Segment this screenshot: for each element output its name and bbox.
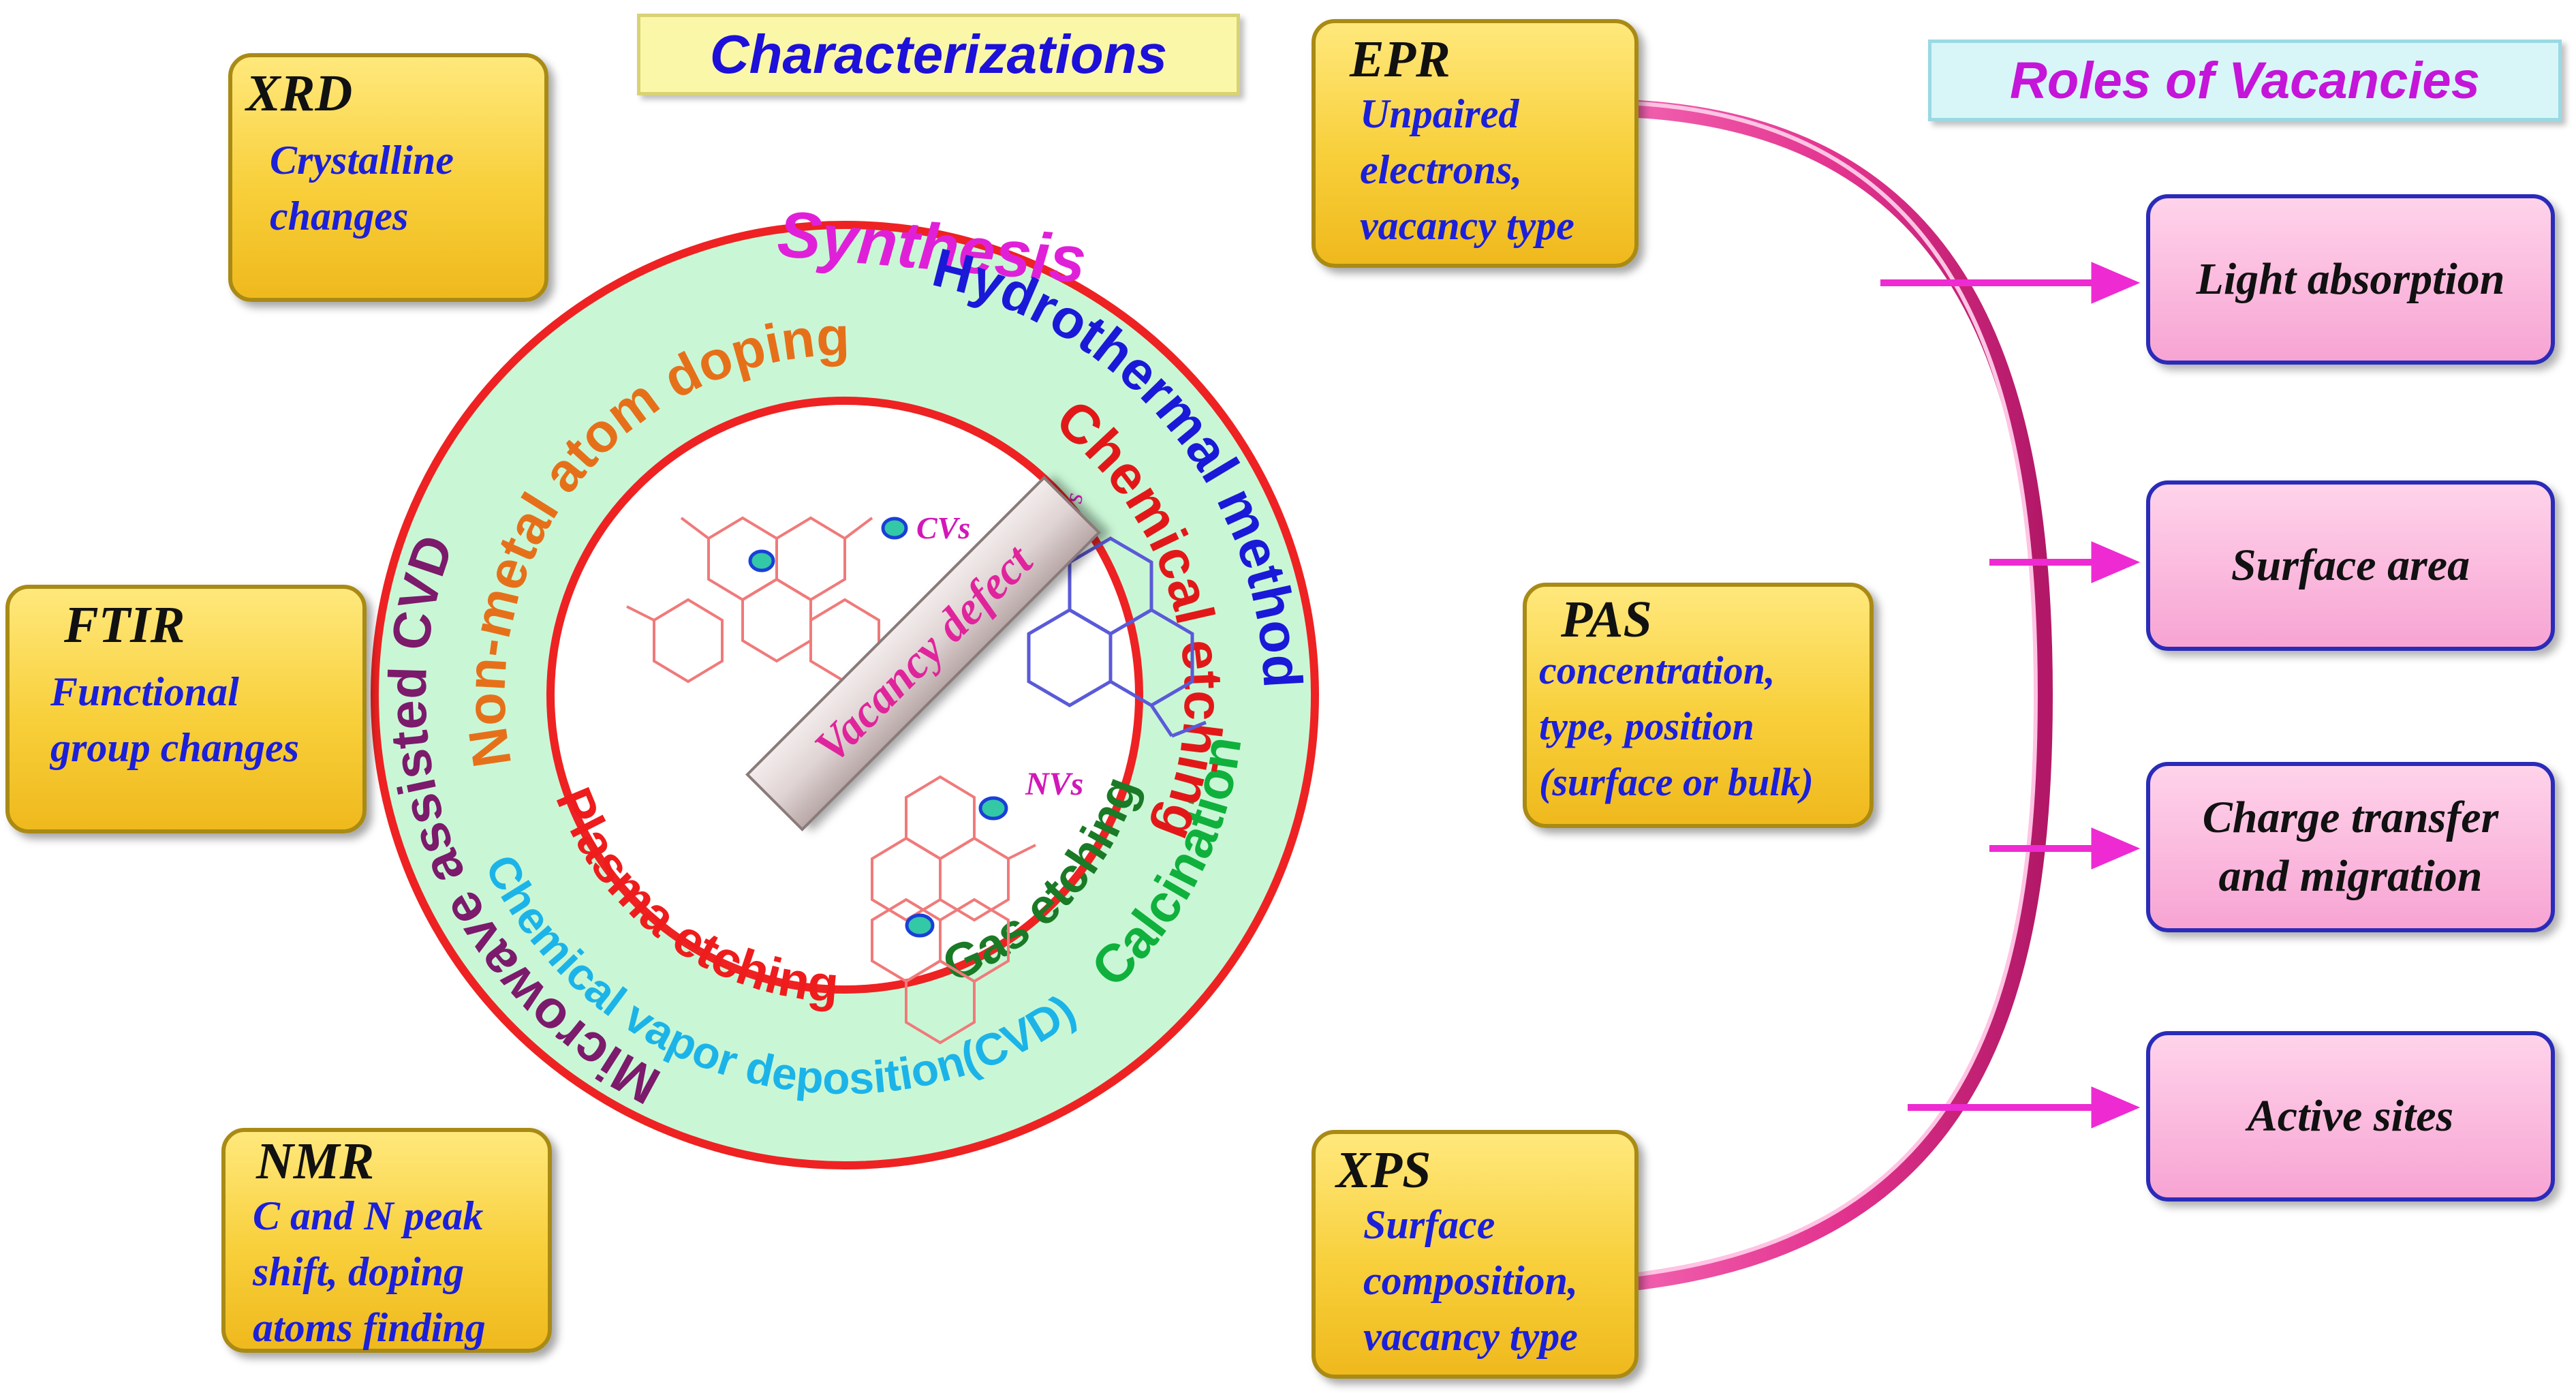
role-text: Surface area <box>2231 536 2470 595</box>
desc-line: atoms finding <box>253 1305 486 1350</box>
xrd-description: Crystalline changes <box>270 132 454 244</box>
epr-title: EPR <box>1350 31 1450 88</box>
characterizations-header: Characterizations <box>637 14 1240 95</box>
ftir-box: FTIR Functional group changes <box>5 585 367 833</box>
xrd-title: XRD <box>246 65 353 122</box>
role-text: Charge transfer and migration <box>2203 789 2499 906</box>
desc-line: electrons, <box>1360 147 1523 192</box>
desc-line: type, position <box>1539 704 1754 748</box>
role-surface-area: Surface area <box>2146 480 2555 651</box>
desc-line: C and N peak <box>253 1193 484 1238</box>
pas-description: concentration, type, position (surface o… <box>1539 643 1814 810</box>
xrd-box: XRD Crystalline changes <box>228 53 548 302</box>
tag-cvs: CVs <box>916 510 970 545</box>
role-line: Charge transfer <box>2202 793 2499 842</box>
tag-nvs: NVs <box>1025 766 1083 802</box>
xps-description: Surface composition, vacancy type <box>1363 1197 1578 1364</box>
pas-title: PAS <box>1561 591 1652 648</box>
xps-title: XPS <box>1336 1142 1431 1199</box>
epr-description: Unpaired electrons, vacancy type <box>1360 86 1574 254</box>
ftir-description: Functional group changes <box>50 664 299 776</box>
desc-line: concentration, <box>1539 648 1775 692</box>
role-line: Active sites <box>2247 1091 2454 1141</box>
molecular-structure-blue <box>1027 536 1207 738</box>
molecular-structure <box>626 516 1036 1045</box>
role-text: Light absorption <box>2197 250 2505 309</box>
desc-line: vacancy type <box>1363 1314 1578 1359</box>
desc-line: (surface or bulk) <box>1539 760 1814 804</box>
role-light-absorption: Light absorption <box>2146 194 2555 365</box>
desc-line: Surface <box>1363 1202 1495 1247</box>
role-line: Surface area <box>2231 540 2470 590</box>
arrowhead-icon <box>2091 1086 2141 1129</box>
pas-box: PAS concentration, type, position (surfa… <box>1523 583 1874 828</box>
arrowhead-icon <box>2091 827 2141 870</box>
epr-box: EPR Unpaired electrons, vacancy type <box>1312 19 1639 268</box>
role-arrows <box>1880 262 2141 1129</box>
desc-line: Unpaired <box>1360 91 1519 136</box>
roles-header: Roles of Vacancies <box>1928 40 2562 121</box>
desc-line: Functional <box>50 669 239 714</box>
vacancy-marker <box>881 517 908 540</box>
arrowhead-icon <box>2091 262 2141 304</box>
desc-line: vacancy type <box>1360 203 1574 248</box>
desc-line: Crystalline <box>270 138 454 183</box>
xps-box: XPS Surface composition, vacancy type <box>1312 1130 1639 1379</box>
desc-line: shift, doping <box>253 1249 465 1294</box>
desc-line: changes <box>270 194 409 239</box>
role-line: and migration <box>2218 851 2483 901</box>
vacancy-marker <box>748 549 775 572</box>
vacancy-marker <box>978 796 1008 821</box>
vacancy-marker <box>905 913 935 938</box>
nmr-box: NMR C and N peak shift, doping atoms fin… <box>221 1128 552 1353</box>
arrowhead-icon <box>2091 541 2141 583</box>
nmr-description: C and N peak shift, doping atoms finding <box>253 1188 486 1356</box>
role-active-sites: Active sites <box>2146 1031 2555 1201</box>
ftir-title: FTIR <box>64 596 185 654</box>
desc-line: group changes <box>50 725 300 770</box>
role-charge-transfer: Charge transfer and migration <box>2146 762 2555 932</box>
role-text: Active sites <box>2248 1087 2453 1146</box>
roles-connector-arc-highlight <box>1636 102 2038 1276</box>
desc-line: composition, <box>1363 1258 1579 1303</box>
nmr-title: NMR <box>256 1133 375 1190</box>
role-line: Light absorption <box>2196 254 2505 304</box>
